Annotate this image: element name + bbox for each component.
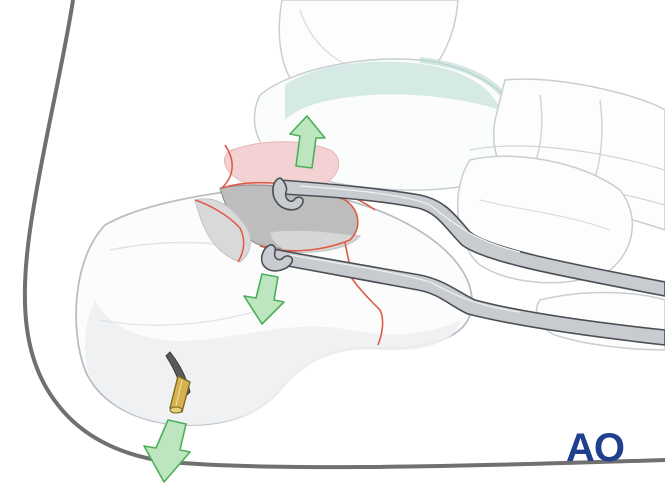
depressed-fragment — [194, 184, 361, 263]
skin-outline — [22, 0, 665, 470]
distractor-forceps-icon — [260, 177, 665, 346]
talar-dome-cartilage — [285, 61, 500, 120]
arrow-down-icon — [143, 419, 191, 483]
k-wire-icon — [165, 351, 191, 414]
arrow-up-icon — [289, 115, 326, 169]
ao-logo: AO — [566, 426, 625, 470]
arrow-down-icon — [243, 273, 285, 325]
